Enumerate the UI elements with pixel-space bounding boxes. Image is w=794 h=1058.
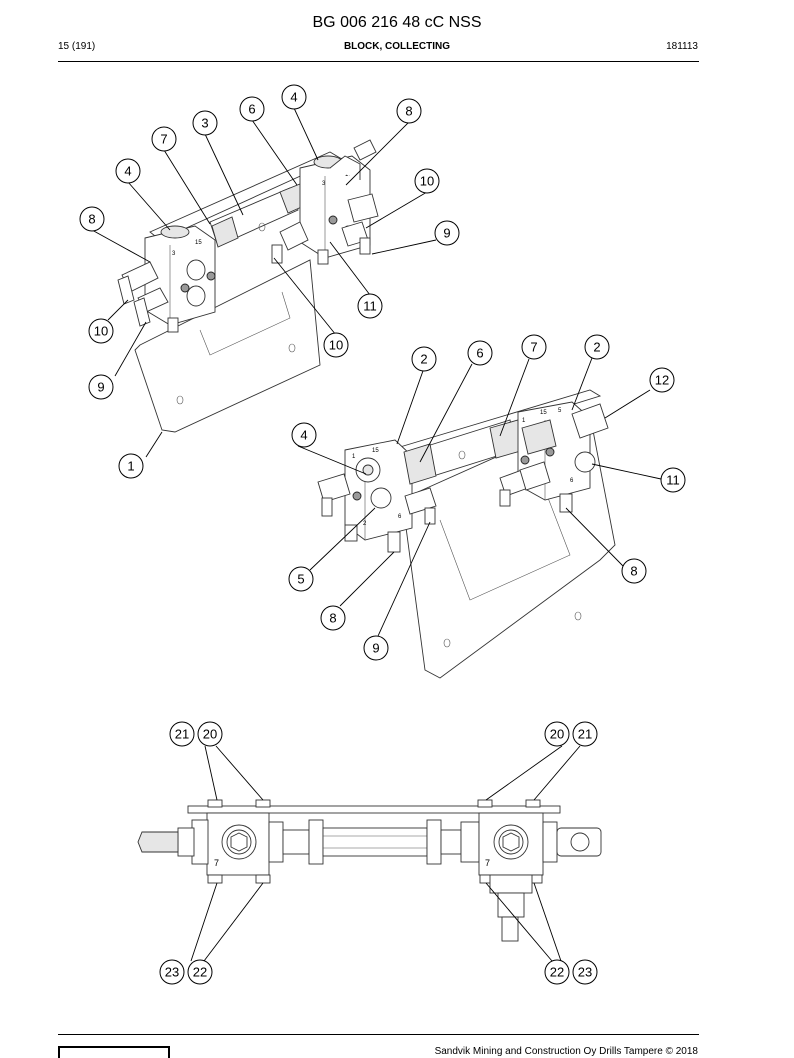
- callout-9: 9: [88, 374, 114, 400]
- port-label: 6: [570, 478, 574, 484]
- port-label: 7: [485, 858, 490, 868]
- callout-12: 12: [649, 367, 675, 393]
- svg-text:9: 9: [372, 641, 379, 656]
- callout-21: 21: [169, 721, 195, 747]
- callout-3: 3: [192, 110, 218, 136]
- section-title: BLOCK, COLLECTING: [343, 41, 451, 52]
- connecting-tube: [322, 827, 428, 857]
- footer-copyright: Sandvik Mining and Construction Oy Drill…: [434, 1046, 698, 1057]
- svg-text:10: 10: [94, 324, 108, 339]
- callout-4: 4: [291, 422, 317, 448]
- sandvik-logo: [58, 1046, 170, 1058]
- callout-10: 10: [323, 332, 349, 358]
- port-label: 15: [540, 410, 547, 416]
- svg-text:2: 2: [593, 340, 600, 355]
- callout-23: 23: [572, 959, 598, 985]
- port-label: 15: [195, 240, 202, 246]
- svg-text:20: 20: [203, 727, 217, 742]
- svg-text:2: 2: [420, 352, 427, 367]
- svg-text:11: 11: [363, 299, 377, 314]
- callout-7: 7: [151, 126, 177, 152]
- port-label: 3: [322, 181, 326, 187]
- svg-text:21: 21: [175, 727, 189, 742]
- callout-4: 4: [281, 84, 307, 110]
- callout-4: 4: [115, 158, 141, 184]
- callout-8: 8: [79, 206, 105, 232]
- callout-8: 8: [621, 558, 647, 584]
- svg-text:11: 11: [666, 473, 680, 488]
- callout-20: 20: [197, 721, 223, 747]
- svg-text:5: 5: [297, 572, 304, 587]
- svg-text:7: 7: [530, 340, 537, 355]
- date-code: 181113: [666, 41, 698, 52]
- svg-text:20: 20: [550, 727, 564, 742]
- callout-8: 8: [396, 98, 422, 124]
- svg-text:4: 4: [124, 164, 131, 179]
- assembly-view-top: 3 15 3 15: [117, 139, 379, 433]
- callout-2: 2: [411, 346, 437, 372]
- leader-lines: [91, 107, 662, 962]
- svg-text:3: 3: [201, 116, 208, 131]
- svg-text:23: 23: [578, 965, 592, 980]
- mounting-plate: [134, 259, 321, 433]
- callout-21: 21: [572, 721, 598, 747]
- callout-22: 22: [187, 959, 213, 985]
- svg-text:9: 9: [97, 380, 104, 395]
- assembly-view-front: 7 7: [137, 799, 602, 942]
- callout-6: 6: [467, 340, 493, 366]
- callout-10: 10: [414, 168, 440, 194]
- svg-text:23: 23: [165, 965, 179, 980]
- callout-11: 11: [660, 467, 686, 493]
- port-label: 6: [398, 514, 402, 520]
- port-label: 15: [372, 448, 379, 454]
- callout-1: 1: [118, 453, 144, 479]
- svg-text:21: 21: [578, 727, 592, 742]
- svg-text:10: 10: [329, 338, 343, 353]
- svg-text:8: 8: [630, 564, 637, 579]
- callout-9: 9: [434, 220, 460, 246]
- svg-text:22: 22: [193, 965, 207, 980]
- callout-2: 2: [584, 334, 610, 360]
- callout-8: 8: [320, 605, 346, 631]
- svg-text:4: 4: [300, 428, 307, 443]
- callout-23: 23: [159, 959, 185, 985]
- port-label: 5: [558, 408, 562, 414]
- document-title: BG 006 216 48 cC NSS: [312, 14, 482, 31]
- svg-text:4: 4: [290, 90, 297, 105]
- svg-text:10: 10: [420, 174, 434, 189]
- svg-text:7: 7: [160, 132, 167, 147]
- port-label: 1: [522, 418, 526, 424]
- port-label: 1: [352, 454, 356, 460]
- callout-20: 20: [544, 721, 570, 747]
- port-label: 3: [172, 251, 176, 257]
- svg-text:6: 6: [248, 102, 255, 117]
- port-label: 2: [363, 521, 367, 527]
- port-label: 7: [214, 858, 219, 868]
- svg-text:8: 8: [405, 104, 412, 119]
- svg-text:1: 1: [127, 459, 134, 474]
- mounting-rail: [187, 805, 561, 814]
- svg-text:12: 12: [655, 373, 669, 388]
- svg-text:9: 9: [443, 226, 450, 241]
- page-number: 15 (191): [58, 41, 96, 52]
- svg-text:8: 8: [88, 212, 95, 227]
- assembly-view-middle: 1 15 2 6 1 15 5 6: [317, 389, 616, 679]
- svg-text:6: 6: [476, 346, 483, 361]
- callout-7: 7: [521, 334, 547, 360]
- footer-divider: [58, 1034, 699, 1035]
- svg-text:8: 8: [329, 611, 336, 626]
- callout-5: 5: [288, 566, 314, 592]
- header-divider: [58, 61, 699, 62]
- callout-10: 10: [88, 318, 114, 344]
- callout-9: 9: [363, 635, 389, 661]
- callout-22: 22: [544, 959, 570, 985]
- callout-6: 6: [239, 96, 265, 122]
- callout-11: 11: [357, 293, 383, 319]
- svg-text:22: 22: [550, 965, 564, 980]
